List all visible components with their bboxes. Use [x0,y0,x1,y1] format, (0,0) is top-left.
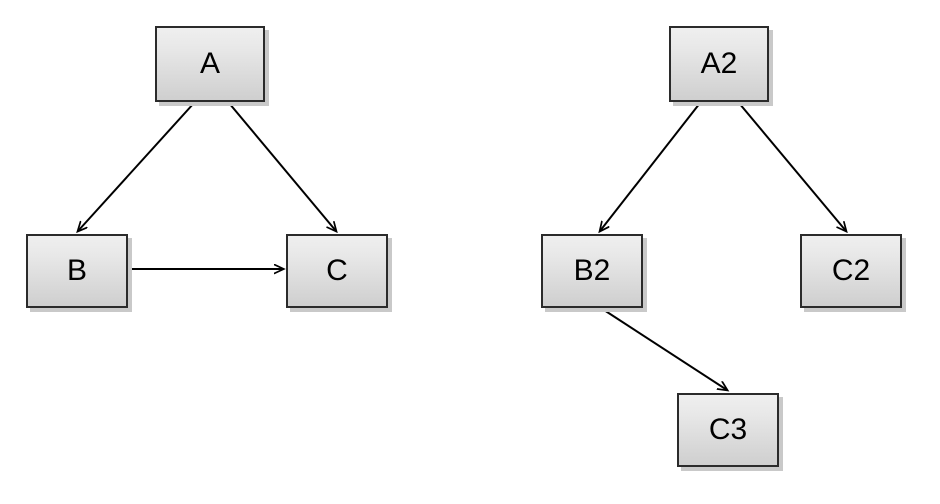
node-label-a2: A2 [700,47,738,80]
node-a[interactable]: A [155,26,265,102]
node-label-c: C [326,254,348,287]
edge-b2-to-c3[interactable] [603,309,727,390]
edge-a-to-b[interactable] [78,102,195,231]
edge-a2-to-c2[interactable] [738,102,846,231]
node-label-a: A [199,47,220,80]
node-label-c3: C3 [708,413,748,446]
node-label-c2: C2 [831,254,871,287]
edge-a-to-c[interactable] [228,102,336,231]
node-label-b: B [66,254,87,287]
node-c3[interactable]: C3 [677,393,779,467]
node-label-b2: B2 [573,254,611,287]
edge-a2-to-b2[interactable] [600,102,701,231]
node-b2[interactable]: B2 [541,234,643,308]
node-c[interactable]: C [286,234,388,308]
node-c2[interactable]: C2 [800,234,902,308]
node-a2[interactable]: A2 [669,26,769,102]
node-b[interactable]: B [26,234,128,308]
